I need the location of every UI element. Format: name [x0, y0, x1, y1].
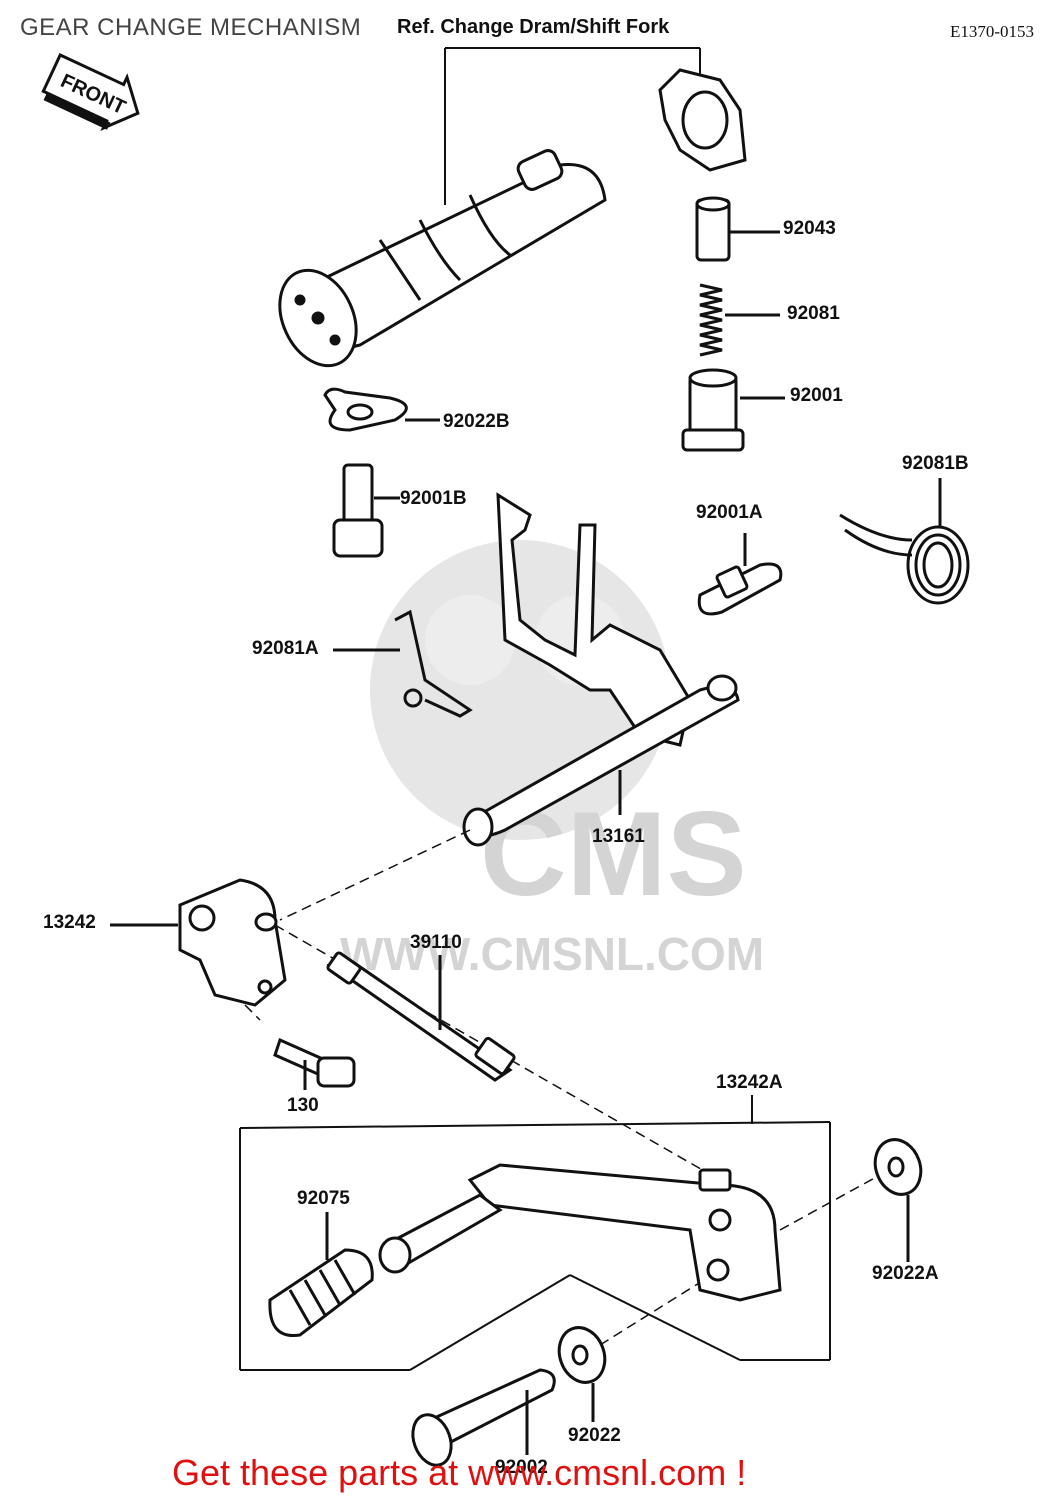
part-label-39110: 39110	[410, 932, 462, 953]
shift-shaft-assembly-icon	[462, 492, 740, 847]
change-drum-icon	[278, 149, 607, 368]
ref-note: Ref. Change Dram/Shift Fork	[397, 16, 670, 38]
washer-92022a-icon	[873, 1138, 923, 1262]
part-label-13161: 13161	[592, 826, 645, 847]
part-label-92022: 92022	[568, 1425, 621, 1446]
part-label-13242a: 13242A	[716, 1072, 783, 1093]
star-cam-icon	[658, 68, 747, 172]
plug-92001-icon	[681, 368, 785, 452]
part-label-92075: 92075	[297, 1188, 350, 1209]
pin-92043-icon	[695, 196, 780, 262]
pivot-arm-13242-icon	[110, 878, 287, 1007]
part-label-130: 130	[287, 1095, 319, 1116]
spring-92081a-icon	[333, 609, 473, 718]
shift-pedal-icon	[378, 1163, 782, 1302]
part-label-92022a: 92022A	[872, 1263, 939, 1284]
watermark-site: WWW.CMSNL.COM	[340, 928, 764, 980]
tie-rod-39110-icon	[326, 951, 516, 1082]
part-label-92001: 92001	[790, 385, 843, 406]
ref-bracket	[444, 47, 701, 205]
part-label-92081: 92081	[787, 303, 840, 324]
diagram-code: E1370-0153	[950, 22, 1035, 41]
part-label-92002: 92002	[495, 1457, 548, 1478]
part-label-92081a: 92081A	[252, 638, 319, 659]
front-arrow-icon: FRONT	[41, 52, 140, 131]
part-label-92001a: 92001A	[696, 502, 763, 523]
bolt-130-icon	[273, 1037, 356, 1090]
rubber-92075-icon	[268, 1212, 374, 1338]
part-label-13242: 13242	[43, 912, 96, 933]
part-label-92043: 92043	[783, 218, 836, 239]
washer-92022b-icon	[323, 387, 440, 432]
part-label-92001b: 92001B	[400, 488, 467, 509]
page-title: GEAR CHANGE MECHANISM	[20, 14, 362, 41]
pedal-bracket	[239, 1095, 831, 1371]
bolt-92002-icon	[411, 1368, 556, 1467]
footer-cta-link[interactable]: Get these parts at www.cmsnl.com !	[172, 1452, 747, 1493]
spring-92081-icon	[699, 283, 780, 357]
part-label-92022b: 92022B	[443, 411, 510, 432]
stud-92001a-icon	[697, 533, 783, 616]
torsion-spring-92081b-icon	[839, 478, 970, 605]
part-label-92081b: 92081B	[902, 453, 969, 474]
washer-92022-icon	[557, 1326, 607, 1422]
bolt-92001b-icon	[332, 463, 400, 558]
